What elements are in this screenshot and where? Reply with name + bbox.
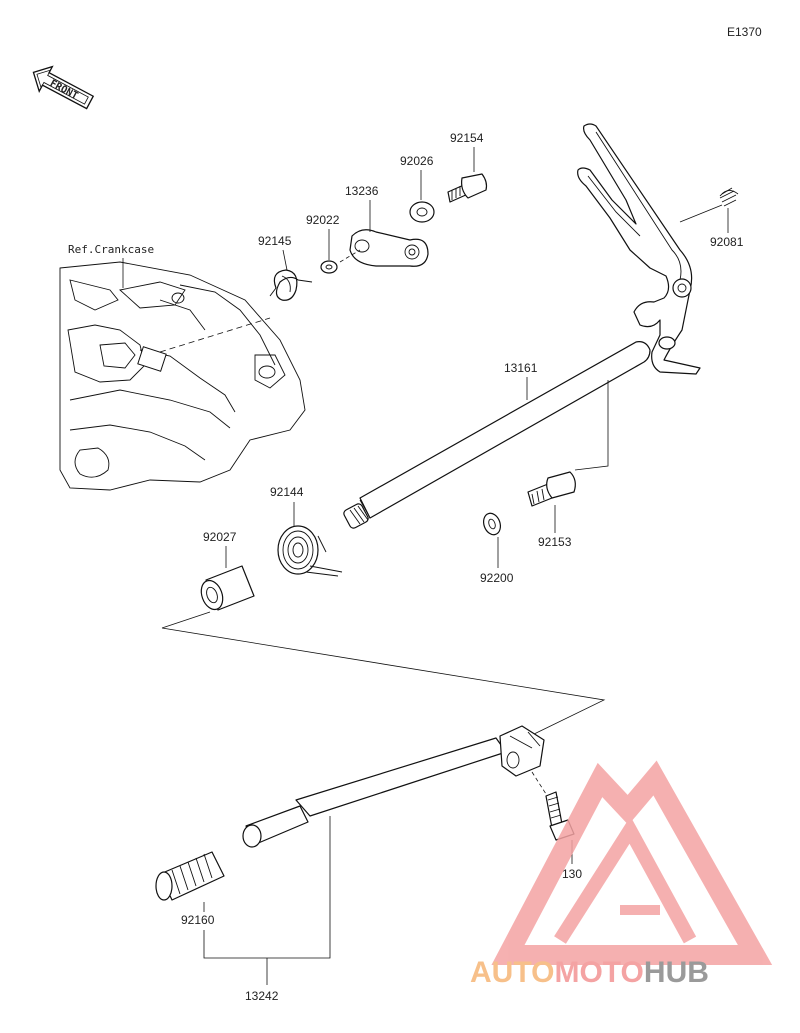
label-92145: 92145 [258,234,292,248]
diagram-code: E1370 [727,25,762,39]
leader-92145 [282,249,288,271]
watermark-auto: AUTO [470,956,554,989]
bolt-92154 [447,173,488,203]
watermark-logo [491,760,773,965]
leader-92153-arm [574,380,609,471]
label-13242: 13242 [245,989,279,1003]
spring-92081 [719,187,739,207]
label-130: 130 [562,867,582,881]
leader-13236-dash [339,249,361,263]
watermark-hub: HUB [644,956,709,989]
label-92026: 92026 [400,154,434,168]
washer-92022 [320,260,338,274]
label-13236: 13236 [345,184,379,198]
assembly-guide-line [161,611,606,737]
leader-92081-arm [679,204,723,223]
lever-13236 [349,229,429,267]
label-92153: 92153 [538,535,572,549]
rubber-92160 [155,851,225,901]
shift-lever-arm [577,123,701,375]
collar-92026 [409,201,435,223]
shift-shaft-13161 [343,341,651,529]
label-92022: 92022 [306,213,340,227]
washer-92200 [482,512,502,536]
spring-92144 [277,525,343,577]
label-92160: 92160 [181,913,215,927]
bolt-92153 [527,471,576,507]
ref-crankcase-label: Ref.Crankcase [68,243,154,256]
front-arrow-icon: FRONT [32,65,95,110]
spring-92145 [269,269,313,301]
collar-92027 [200,565,255,611]
label-92144: 92144 [270,485,304,499]
label-92081: 92081 [710,235,744,249]
label-92027: 92027 [203,530,237,544]
label-13161: 13161 [504,361,538,375]
shift-pedal-13242 [242,725,545,848]
label-92200: 92200 [480,571,514,585]
leader-130-dash [531,771,547,795]
watermark-moto: MOTO [554,956,643,989]
watermark-text: AUTOMOTOHUB [470,956,709,989]
label-92154: 92154 [450,131,484,145]
crankcase-reference [59,261,306,491]
